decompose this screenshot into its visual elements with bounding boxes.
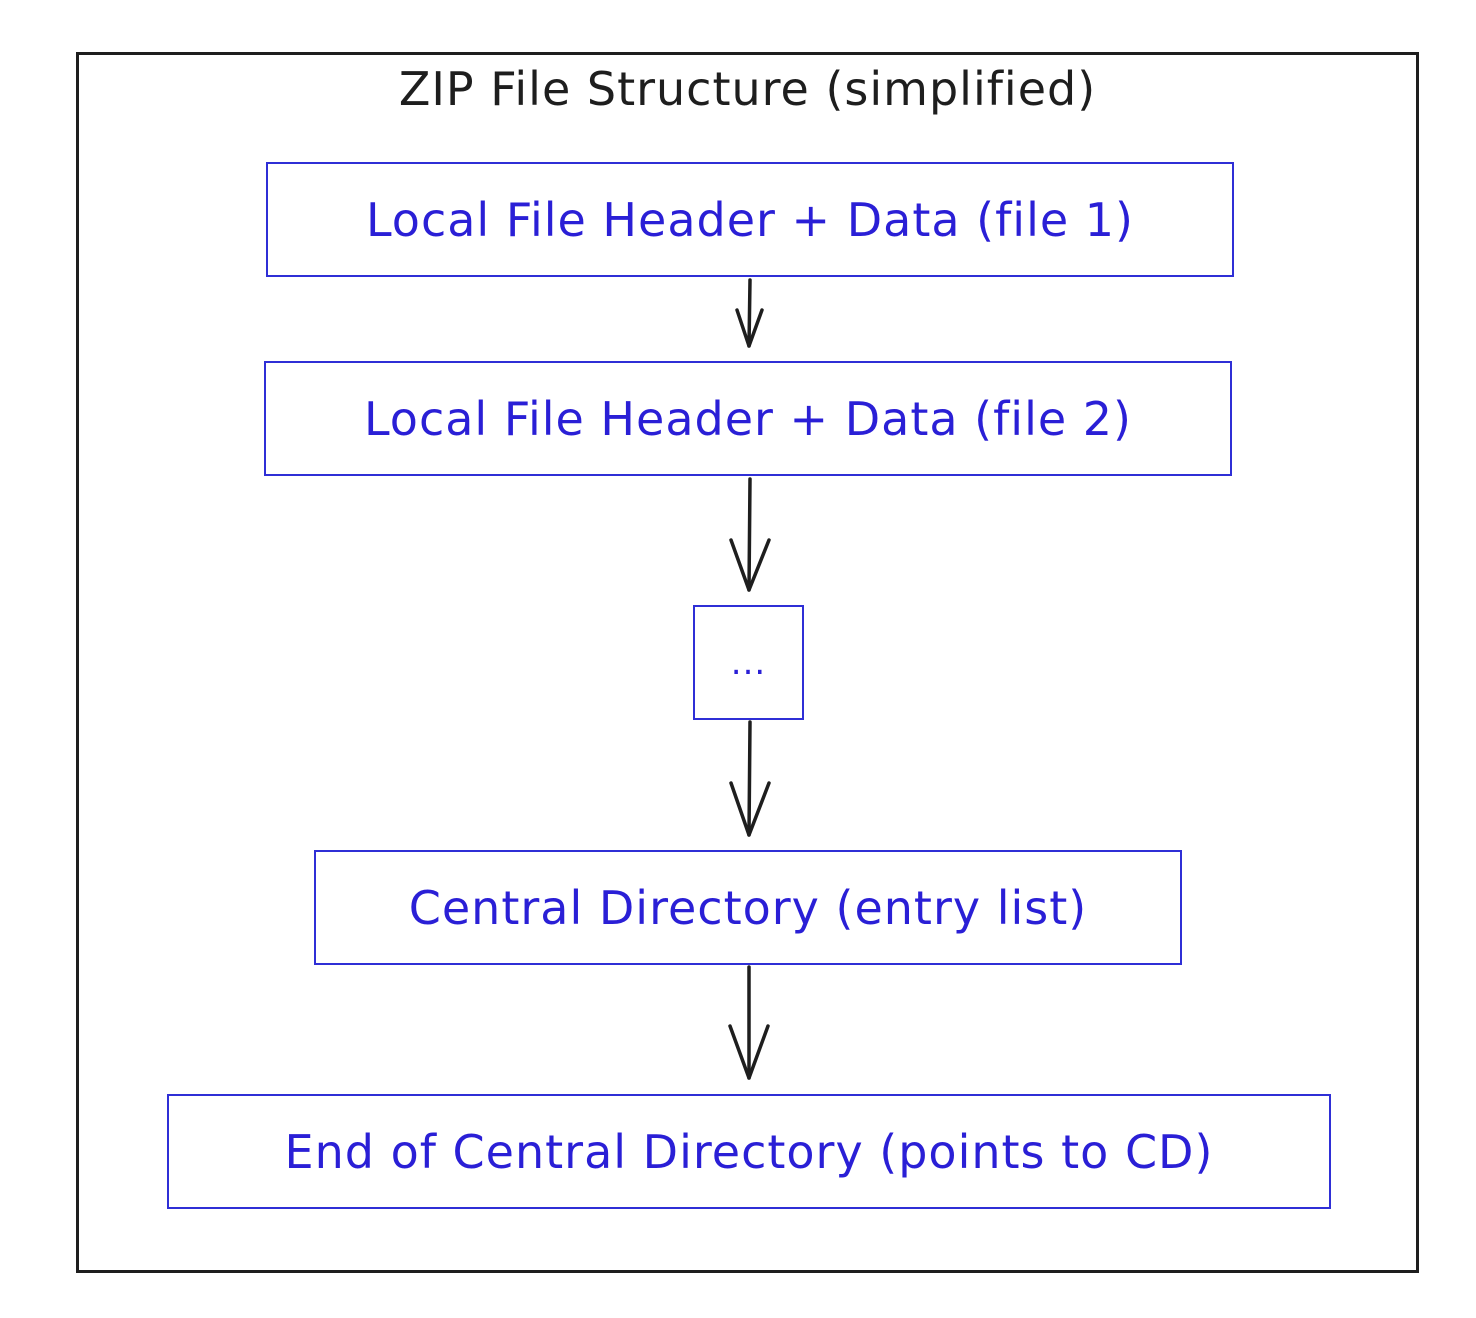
node-ellipsis: ... [693, 605, 804, 720]
node-end-of-central-directory: End of Central Directory (points to CD) [167, 1094, 1331, 1209]
diagram-title: ZIP File Structure (simplified) [398, 62, 1097, 116]
diagram-frame [76, 52, 1419, 1273]
node-central-directory: Central Directory (entry list) [314, 850, 1182, 965]
node-local-file-header-1: Local File Header + Data (file 1) [266, 162, 1234, 277]
node-local-file-header-2: Local File Header + Data (file 2) [264, 361, 1232, 476]
